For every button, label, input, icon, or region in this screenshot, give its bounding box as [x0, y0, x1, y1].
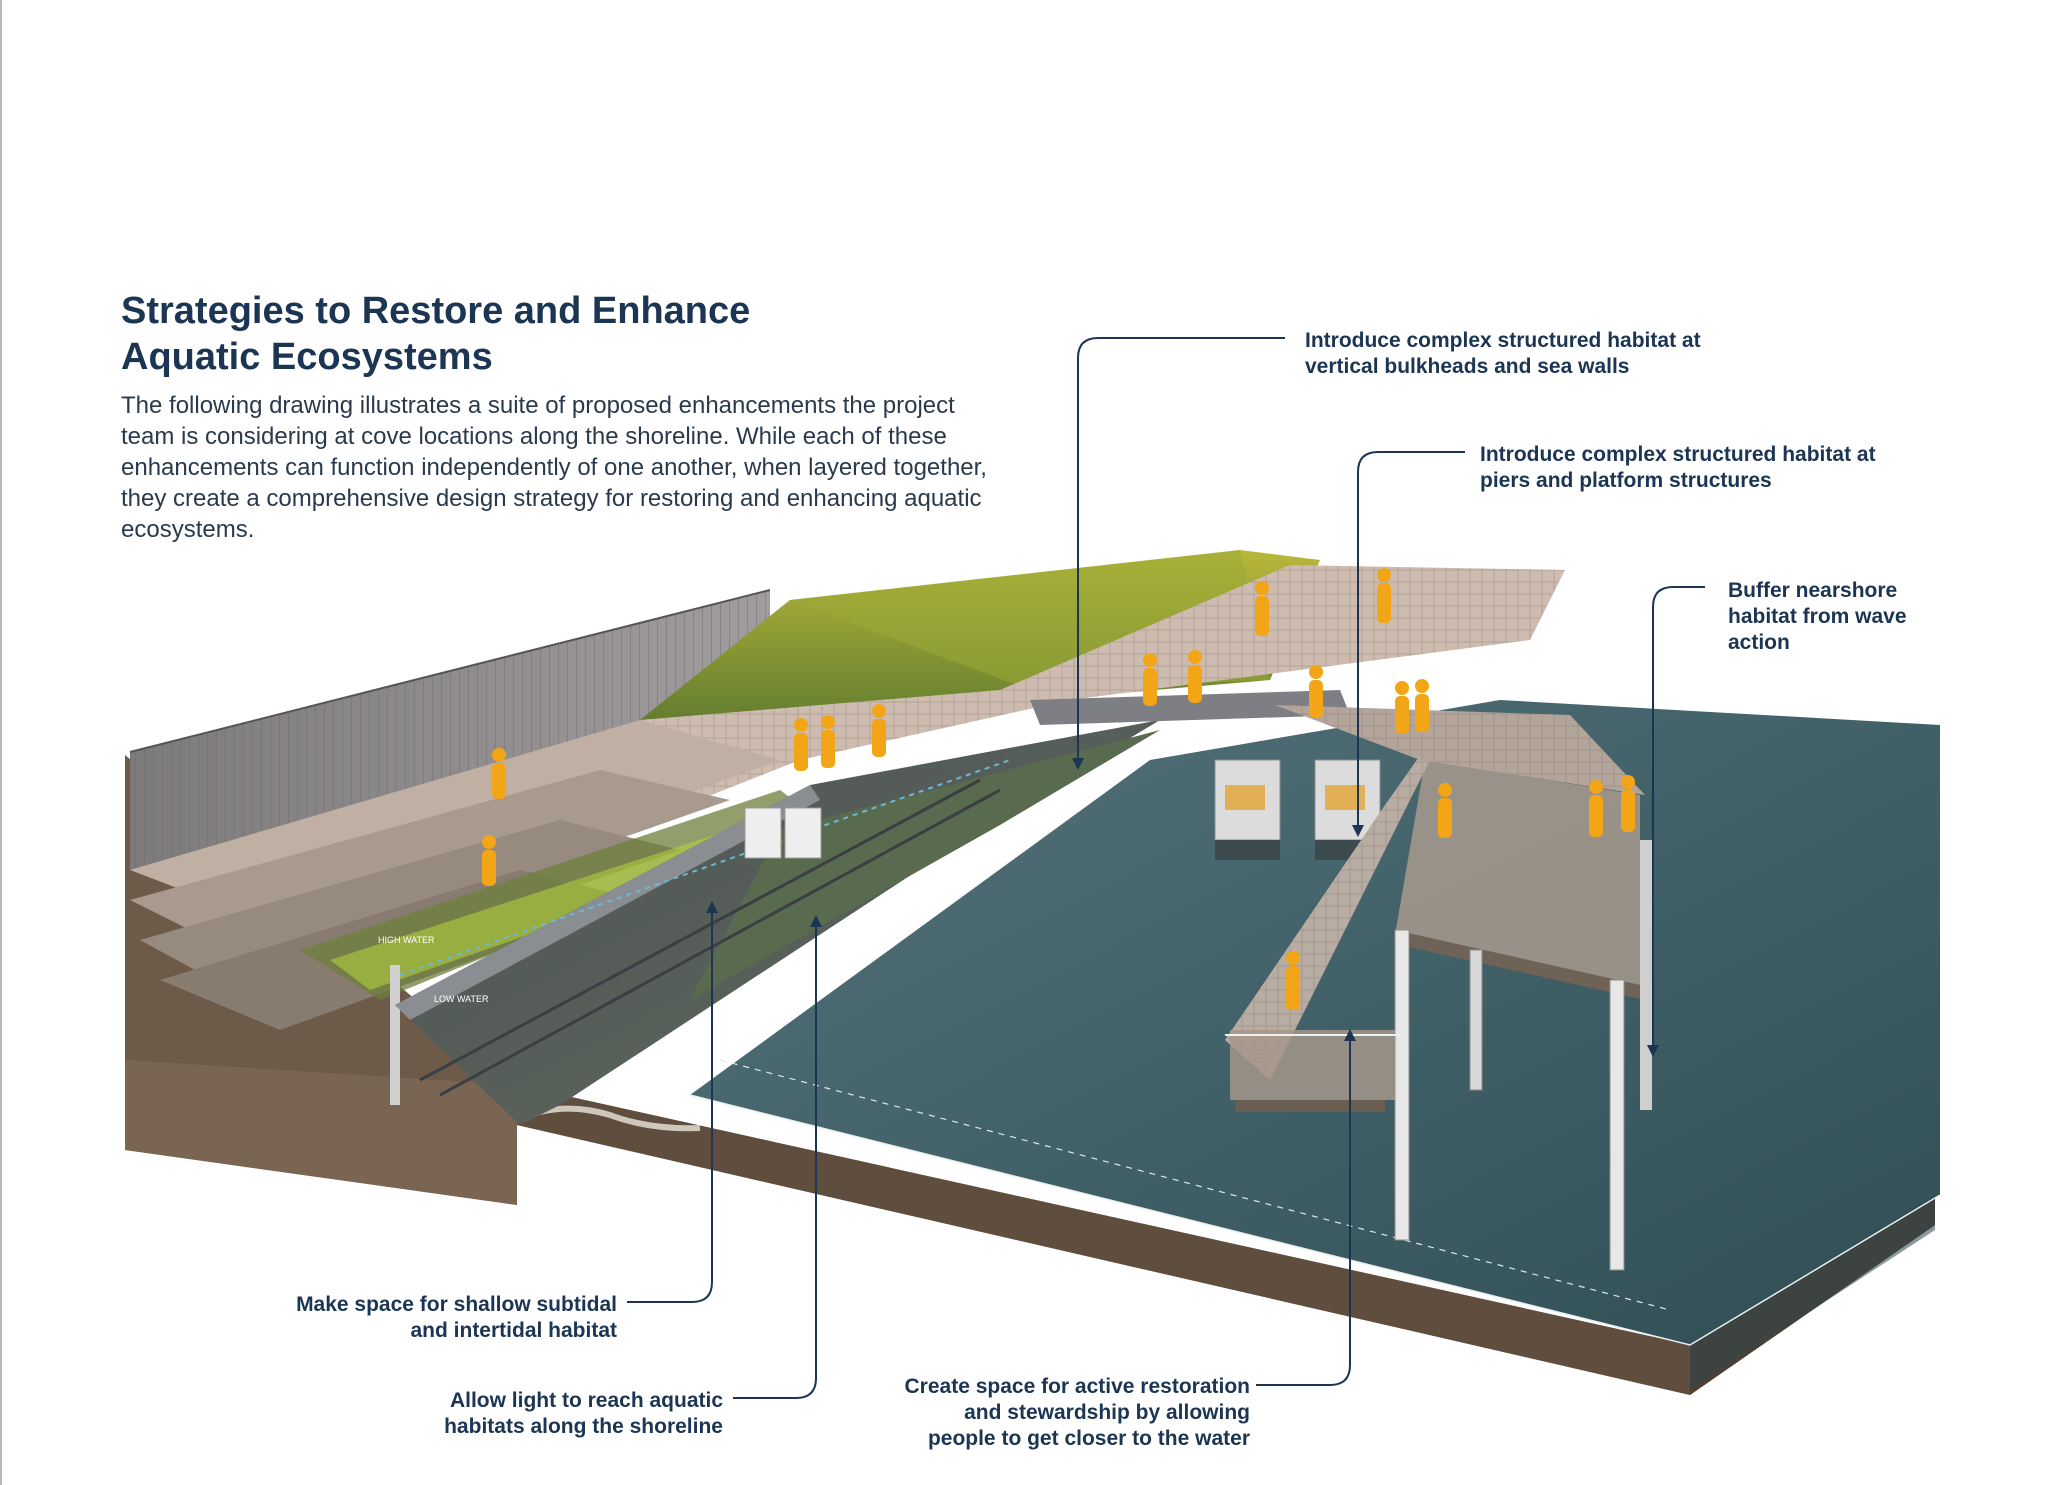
- leader-line-piers: [1357, 451, 1465, 830]
- high-water-label: HIGH WATER: [378, 935, 435, 945]
- person-figure: [492, 748, 506, 799]
- arrowhead: [1072, 758, 1084, 770]
- terraced-steps: [130, 720, 820, 1105]
- pier-habitat-cage: [1214, 759, 1281, 860]
- intro-paragraph: The following drawing illustrates a suit…: [121, 392, 987, 543]
- callout-subtidal: Make space for shallow subtidal and inte…: [217, 1292, 617, 1344]
- leader-line-bulkheads: [1077, 337, 1285, 763]
- leader-line-buffer: [1652, 586, 1705, 1050]
- low-water-label: LOW WATER: [434, 994, 489, 1004]
- seawall: [129, 589, 771, 870]
- person-figure: [1309, 665, 1323, 718]
- callout-piers-line1: Introduce complex structured habitat at: [1480, 443, 1876, 466]
- person-figure: [1589, 780, 1603, 837]
- callout-subtidal-line2: and intertidal habitat: [410, 1319, 617, 1342]
- arrowhead: [810, 915, 822, 927]
- callout-stewardship-line2: and stewardship by allowing: [964, 1401, 1250, 1424]
- callout-bulkheads: Introduce complex structured habitat at …: [1305, 328, 1785, 380]
- callout-light-line2: habitats along the shoreline: [444, 1415, 723, 1438]
- person-figure: [1188, 650, 1202, 703]
- page-title: Strategies to Restore and Enhance Aquati…: [121, 288, 821, 380]
- person-figure: [1621, 775, 1635, 832]
- person-figure: [821, 715, 835, 768]
- callout-bulkheads-line2: vertical bulkheads and sea walls: [1305, 355, 1630, 378]
- person-figure: [1438, 783, 1452, 838]
- person-figure: [794, 718, 808, 771]
- callout-stewardship-line3: people to get closer to the water: [927, 1427, 1250, 1450]
- callout-light-line1: Allow light to reach aquatic: [449, 1389, 723, 1412]
- leader-line-stewardship: [1256, 1036, 1351, 1386]
- callout-subtidal-line1: Make space for shallow subtidal: [296, 1293, 617, 1316]
- person-figure: [1377, 568, 1391, 623]
- person-figure: [1415, 679, 1429, 732]
- callout-buffer-line2: habitat from wave: [1728, 605, 1907, 628]
- arrowhead: [1647, 1045, 1659, 1057]
- page-title-line2: Aquatic Ecosystems: [121, 336, 493, 378]
- callout-buffer: Buffer nearshore habitat from wave actio…: [1728, 578, 1968, 656]
- arrowhead: [1352, 825, 1364, 837]
- callout-light: Allow light to reach aquatic habitats al…: [323, 1388, 723, 1440]
- callout-piers: Introduce complex structured habitat at …: [1480, 442, 1960, 494]
- callout-stewardship: Create space for active restoration and …: [810, 1374, 1250, 1452]
- pier-structure: [1394, 760, 1652, 1271]
- person-figure: [872, 704, 886, 757]
- leader-line-subtidal: [627, 908, 713, 1303]
- leader-line-light: [733, 922, 817, 1399]
- callout-piers-line2: piers and platform structures: [1480, 469, 1772, 492]
- person-figure: [1286, 951, 1300, 1010]
- callout-bulkheads-line1: Introduce complex structured habitat at: [1305, 329, 1701, 352]
- callout-buffer-line1: Buffer nearshore: [1728, 579, 1898, 602]
- boardwalk-ramp: [1225, 705, 1645, 1112]
- callout-stewardship-line1: Create space for active restoration: [904, 1375, 1250, 1398]
- person-figure: [1143, 653, 1157, 706]
- person-figure: [1255, 581, 1269, 636]
- arrowhead: [1344, 1029, 1356, 1041]
- callout-buffer-line3: action: [1728, 631, 1790, 654]
- person-figure: [1395, 681, 1409, 734]
- person-figure: [482, 835, 496, 886]
- page-edge-rule: [0, 0, 2, 1485]
- arrowhead: [706, 901, 718, 913]
- shoreline-channel: [395, 690, 1350, 1125]
- page-title-line1: Strategies to Restore and Enhance: [121, 290, 751, 332]
